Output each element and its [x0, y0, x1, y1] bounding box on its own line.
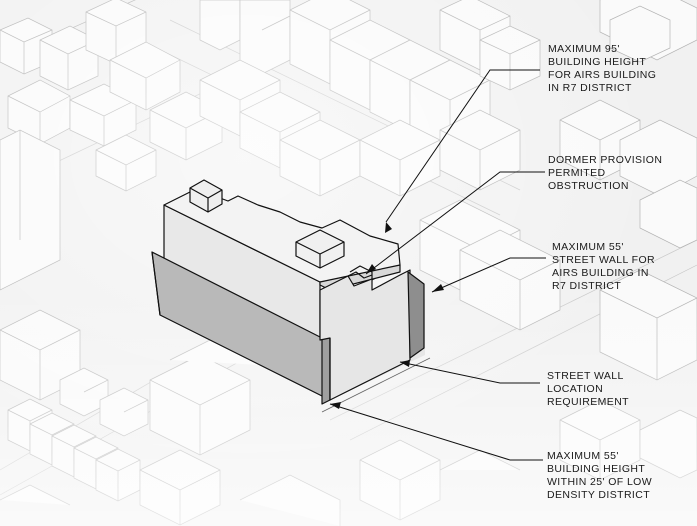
annotation-line: R7 DISTRICT: [552, 280, 622, 292]
arrow-icon: [366, 264, 376, 274]
leader-dormer: [365, 171, 545, 275]
annotation-line: WITHIN 25' OF LOW: [547, 476, 653, 488]
annotation-line: PERMITED: [548, 167, 606, 179]
leader-max-95: [385, 69, 540, 223]
annotation-line: STREET WALL FOR: [552, 254, 656, 266]
annotation-max-55-street-wall: MAXIMUM 55' STREET WALL FOR AIRS BUILDIN…: [552, 241, 655, 293]
leader-max-55-street: [431, 257, 546, 293]
annotation-street-wall-location: STREET WALL LOCATION REQUIREMENT: [547, 370, 629, 409]
arrowheads: [330, 222, 444, 409]
leader-max-55-low: [329, 403, 543, 461]
annotation-line: BUILDING HEIGHT: [547, 463, 646, 475]
annotation-line: MAXIMUM 55': [552, 241, 624, 253]
annotation-dormer: DORMER PROVISION PERMITED OBSTRUCTION: [548, 154, 662, 193]
arrow-icon: [385, 222, 392, 233]
arrow-icon: [330, 402, 341, 409]
annotation-line: REQUIREMENT: [547, 396, 629, 408]
annotation-max-55-low-density: MAXIMUM 55' BUILDING HEIGHT WITHIN 25' O…: [547, 450, 652, 502]
annotation-line: STREET WALL: [547, 370, 624, 382]
annotation-line: DENSITY DISTRICT: [547, 489, 651, 501]
leader-street-wall: [399, 361, 540, 384]
annotation-max-95: MAXIMUM 95' BUILDING HEIGHT FOR AIRS BUI…: [548, 43, 656, 95]
annotation-line: FOR AIRS BUILDING: [548, 69, 657, 81]
arrow-icon: [400, 360, 410, 367]
annotation-line: LOCATION: [547, 383, 604, 395]
annotation-line: BUILDING HEIGHT: [548, 56, 647, 68]
annotation-line: AIRS BUILDING IN: [552, 267, 649, 279]
annotation-line: OBSTRUCTION: [548, 180, 629, 192]
annotation-line: MAXIMUM 95': [548, 43, 620, 55]
leader-lines: [329, 69, 546, 461]
main-building-mass: [151, 179, 425, 405]
annotation-line: MAXIMUM 55': [547, 450, 619, 462]
annotation-line: DORMER PROVISION: [548, 154, 663, 166]
arrow-icon: [432, 284, 444, 292]
annotation-line: IN R7 DISTRICT: [548, 82, 632, 94]
